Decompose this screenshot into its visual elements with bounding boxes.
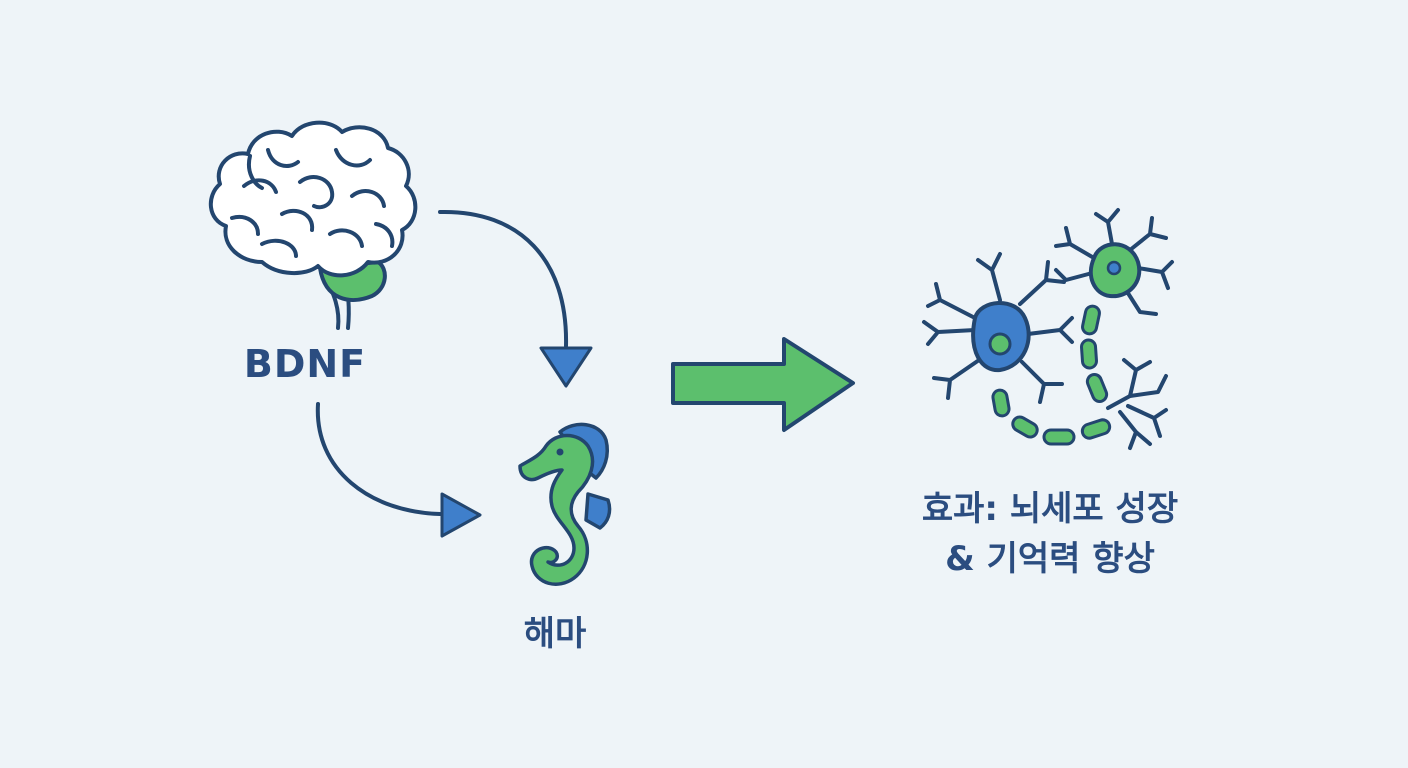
effect-label: 효과: 뇌세포 성장 & 기억력 향상 [880,484,1220,584]
effect-label-line1: 효과: 뇌세포 성장 [921,489,1179,529]
seahorse-icon [518,422,612,586]
arrow-bdnf-to-hippocampus [315,402,482,538]
big-arrow [671,337,855,432]
bdnf-label: BDNF [243,342,367,386]
effect-label-line2: & 기억력 향상 [945,539,1155,579]
neurons-icon [922,208,1174,450]
arrow-brain-to-hippocampus [438,209,593,388]
brain-icon [209,120,418,330]
hippocampus-label: 해마 [523,614,587,654]
